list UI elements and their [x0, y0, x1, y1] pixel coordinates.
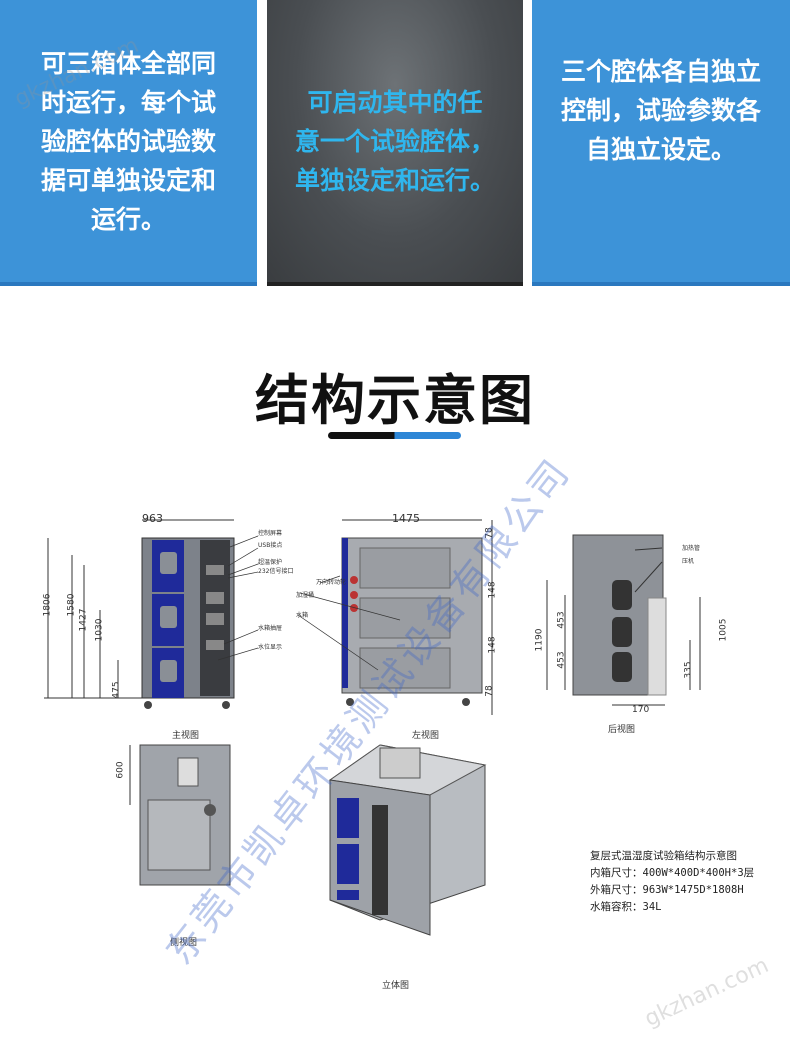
section-title: 结构示意图 [255, 369, 535, 432]
label: 水位显示 [258, 644, 283, 651]
dim: 453 [556, 651, 567, 669]
dim: 1190 [534, 628, 545, 652]
iso-view-drawing [328, 744, 487, 936]
panel-text: 验腔体的试验数 [40, 126, 216, 156]
label: 232信号接口 [258, 568, 294, 575]
feature-panel-2: 可启动其中的任意一个试验腔体， 单独设定和运行。 [267, 0, 523, 286]
dim: 78 [484, 685, 495, 697]
side-view-drawing [129, 744, 231, 886]
structure-drawings [44, 519, 701, 936]
dim: 1427 [78, 608, 89, 632]
spec-block: 复层式温湿度试验箱结构示意图 内箱尺寸：400W*400D*400H*3层 外箱… [590, 848, 754, 916]
spec-title: 复层式温湿度试验箱结构示意图 [590, 850, 737, 862]
label: 万向转动轮 [316, 579, 347, 586]
front-view-caption: 主视图 [172, 731, 200, 741]
rear-view-caption: 后视图 [608, 725, 636, 735]
spec-line: 外箱尺寸：963W*1475D*1808H [590, 884, 744, 896]
dim: 475 [111, 681, 122, 699]
dim: 600 [115, 761, 126, 779]
front-width-dim: 963 [142, 512, 163, 525]
panel-text: 时运行，每个试 [40, 87, 216, 117]
label: 加湿桶 [296, 592, 315, 599]
dim: 335 [683, 661, 694, 679]
dim: 1005 [718, 618, 729, 642]
dim: 1580 [66, 593, 77, 617]
panel-text: 单独设定和运行。 [294, 165, 495, 195]
spec-line: 水箱容积：34L [590, 901, 662, 913]
iso-view-caption: 立体图 [382, 981, 410, 991]
feature-panel-3: 三个腔体各自独立控制，试验参数各自独立设定。 [532, 0, 790, 286]
panel-text: 可三箱体全部同 [40, 48, 216, 78]
panel-text: 可启动其中的任 [307, 87, 483, 117]
label: 超温保护 [258, 559, 283, 566]
panel-text: 三个腔体各自独立 [560, 57, 761, 86]
label: 控制屏幕 [258, 530, 283, 537]
dim: 148 [487, 636, 498, 654]
title-underline [328, 432, 461, 439]
panel-text: 自独立设定。 [585, 135, 736, 164]
dim: 1030 [94, 618, 105, 642]
panel-text: 运行。 [90, 204, 166, 234]
dim: 1806 [42, 593, 53, 617]
panel-text: 据可单独设定和 [40, 165, 216, 195]
panel-text: 控制，试验参数各 [560, 96, 761, 125]
label: 水箱抽屉 [258, 625, 283, 632]
feature-panel-1: 可三箱体全部同时运行，每个试验腔体的试验数据可单独设定和运行。 [0, 0, 257, 286]
label: 水箱 [296, 612, 309, 619]
spec-line: 内箱尺寸：400W*400D*400H*3层 [590, 867, 755, 879]
side-view-caption: 侧视图 [170, 938, 198, 948]
dim: 170 [632, 705, 650, 715]
left-view-drawing [297, 519, 493, 715]
label: 压机 [682, 558, 695, 565]
left-view-caption: 左视图 [412, 731, 440, 741]
front-view-drawing [44, 519, 259, 709]
left-width-dim: 1475 [392, 512, 420, 525]
label: USB接点 [258, 542, 283, 549]
rear-view-drawing [546, 534, 701, 706]
dim: 453 [556, 611, 567, 629]
label: 加热管 [682, 545, 701, 552]
panel-text: 意一个试验腔体， [294, 126, 495, 156]
